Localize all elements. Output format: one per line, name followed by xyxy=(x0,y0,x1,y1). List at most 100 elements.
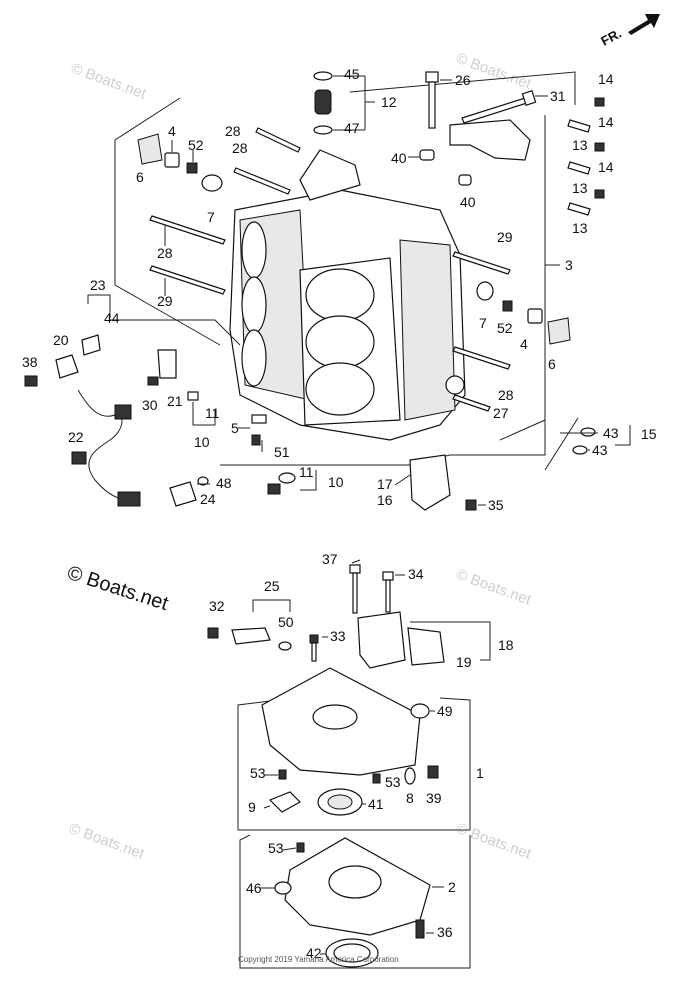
cover-2-assembly xyxy=(239,834,471,969)
callout-10-a: 10 xyxy=(194,434,210,450)
dowel-53-a xyxy=(278,769,287,780)
part-25-group xyxy=(207,599,319,662)
cover-1-assembly xyxy=(237,667,471,831)
sensor-44 xyxy=(81,334,101,356)
washer-50 xyxy=(278,641,292,651)
callout-30: 30 xyxy=(142,397,158,413)
bolts-28-29-left xyxy=(149,127,301,296)
callout-38: 38 xyxy=(22,354,38,370)
bracket-16-17 xyxy=(409,454,477,511)
callout-43-b: 43 xyxy=(592,442,608,458)
oring-43-b xyxy=(572,445,588,455)
watermark-bottom-right: © Boats.net xyxy=(454,820,534,863)
plug-11-a xyxy=(187,391,199,401)
bolts-13-14 xyxy=(567,97,605,216)
callout-49: 49 xyxy=(437,703,453,719)
callout-23: 23 xyxy=(90,277,106,293)
bolt-26 xyxy=(425,71,452,129)
callout-50: 50 xyxy=(278,614,294,630)
oring-49 xyxy=(410,703,430,719)
callout-31: 31 xyxy=(550,88,566,104)
callout-1: 1 xyxy=(476,765,484,781)
connector-20 xyxy=(55,354,79,379)
callout-15: 15 xyxy=(641,426,657,442)
callout-28-d: 28 xyxy=(498,387,514,403)
bearing-cap xyxy=(449,119,531,161)
watermark-top-left: © Boats.net xyxy=(69,60,149,103)
block-right-face xyxy=(399,239,456,421)
gasket-7 xyxy=(201,174,223,192)
screw-52 xyxy=(186,162,198,174)
callout-labels: 45 12 47 26 31 14 14 14 13 13 13 40 40 3… xyxy=(22,66,657,961)
plug-39 xyxy=(427,765,439,779)
callout-7-b: 7 xyxy=(479,315,487,331)
bolt-38 xyxy=(24,375,38,387)
dipstick-15 xyxy=(544,417,631,471)
callout-53-c: 53 xyxy=(268,840,284,856)
callout-27: 27 xyxy=(493,405,509,421)
watermark-bottom-left: © Boats.net xyxy=(67,820,147,863)
bolt-51 xyxy=(251,434,261,446)
callout-25: 25 xyxy=(264,578,280,594)
callout-36: 36 xyxy=(437,924,453,940)
callout-6-a: 6 xyxy=(136,169,144,185)
bolt-30 xyxy=(147,376,159,386)
callout-22: 22 xyxy=(68,429,84,445)
callout-40-a: 40 xyxy=(391,150,407,166)
callout-4-b: 4 xyxy=(520,336,528,352)
callout-13-a: 13 xyxy=(572,137,588,153)
callout-33: 33 xyxy=(330,628,346,644)
callout-47: 47 xyxy=(344,120,360,136)
callout-14-c: 14 xyxy=(598,159,614,175)
callout-12: 12 xyxy=(381,94,397,110)
part-12-assembly xyxy=(313,71,375,135)
callout-37: 37 xyxy=(322,551,338,567)
callout-18: 18 xyxy=(498,637,514,653)
callout-5: 5 xyxy=(231,420,239,436)
callout-20: 20 xyxy=(53,332,69,348)
callout-29-a: 29 xyxy=(157,293,173,309)
oring-8 xyxy=(404,767,416,785)
valve-12 xyxy=(314,89,332,115)
callout-48: 48 xyxy=(216,475,232,491)
callout-9: 9 xyxy=(248,799,256,815)
sensor-harness-group xyxy=(24,294,241,507)
callout-35: 35 xyxy=(488,497,504,513)
bracket-21 xyxy=(157,349,177,379)
oring-46 xyxy=(274,881,292,895)
plug-10 xyxy=(267,483,281,495)
bolt-35 xyxy=(465,499,477,511)
callout-8: 8 xyxy=(406,790,414,806)
callout-52-b: 52 xyxy=(497,320,513,336)
harness-22 xyxy=(77,389,126,501)
cover-1-bore xyxy=(312,704,358,730)
collar-4 xyxy=(164,152,180,168)
oring-45 xyxy=(313,71,333,81)
callout-39: 39 xyxy=(426,790,442,806)
callout-6-b: 6 xyxy=(548,356,556,372)
callout-40-b: 40 xyxy=(460,194,476,210)
cylinder-bore-2 xyxy=(305,315,375,369)
gasket-7-right xyxy=(476,281,494,301)
callout-10-b: 10 xyxy=(328,474,344,490)
collar-4-right xyxy=(527,308,543,324)
watermark-mid-right: © Boats.net xyxy=(454,566,534,609)
oring-43-a xyxy=(580,427,596,437)
dowel-53-c xyxy=(296,842,305,853)
callout-17: 17 xyxy=(377,476,393,492)
cylinder-bore-1 xyxy=(305,268,375,322)
callout-44: 44 xyxy=(104,310,120,326)
callout-13-b: 13 xyxy=(572,180,588,196)
callout-53-a: 53 xyxy=(250,765,266,781)
dowel-40-a xyxy=(419,149,435,161)
callout-21: 21 xyxy=(167,393,183,409)
callout-14-b: 14 xyxy=(598,114,614,130)
callout-42: 42 xyxy=(306,945,322,961)
callout-51: 51 xyxy=(274,444,290,460)
callout-24: 24 xyxy=(200,491,216,507)
bolt-37-34 xyxy=(349,564,394,614)
screw-52-right xyxy=(502,300,513,312)
left-plug-parts xyxy=(137,133,223,192)
pump-body-18 xyxy=(357,611,406,669)
